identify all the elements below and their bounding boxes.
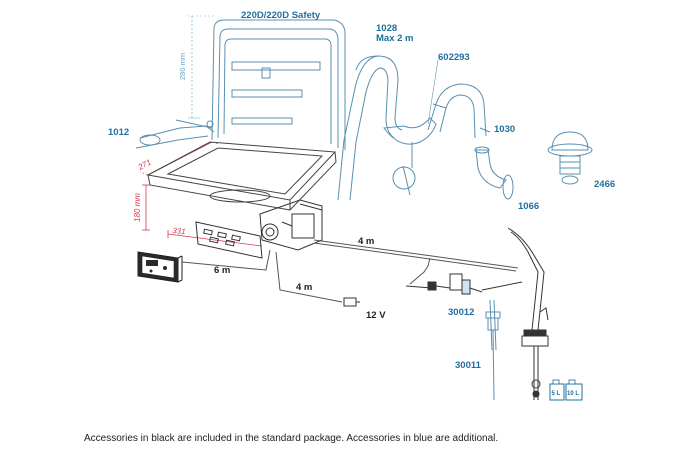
- model-label: 220D/220D Safety: [241, 10, 321, 21]
- voltage-label: 12 V: [366, 310, 386, 321]
- length-4m-mid-label: 4 m: [296, 282, 312, 293]
- part-1066-label: 1066: [518, 201, 539, 212]
- dimension-180-label: 180 mm: [133, 193, 142, 222]
- cable-6m: [181, 249, 271, 271]
- part-1028-label: 1028: [376, 23, 397, 34]
- part-1030-label: 1030: [494, 124, 515, 135]
- fuel-pump-30012: [405, 273, 523, 295]
- lid: [211, 19, 346, 150]
- standpipe-30011: [485, 299, 501, 401]
- legend-caption: Accessories in black are included in the…: [84, 433, 499, 444]
- dimension-331-label: 331: [172, 226, 186, 236]
- hose-1028: [337, 55, 403, 201]
- fuel-can-10l-label: 10 L: [567, 391, 579, 397]
- part-2466-label: 2466: [594, 179, 615, 190]
- dimension-280-label: 280 mm: [178, 53, 187, 80]
- fuel-can-5l: [549, 379, 565, 401]
- dimension-271-label: 271: [136, 158, 153, 173]
- fuel-can-10l: [565, 379, 583, 401]
- dimension-280: [188, 15, 214, 119]
- fuse-12v: [343, 297, 360, 307]
- fuel-pickup: [507, 227, 549, 400]
- part-1012: [135, 119, 215, 149]
- part-1066: [474, 146, 514, 200]
- fuel-line-4m: [313, 239, 519, 285]
- heater-unit: [195, 199, 323, 259]
- part-2466: [547, 131, 593, 185]
- part-1030: [427, 83, 491, 139]
- part-1012-label: 1012: [108, 127, 129, 138]
- dimension-180: [142, 184, 150, 231]
- dimension-331: [167, 230, 263, 247]
- part-602293-label: 602293: [438, 52, 470, 63]
- fuel-can-5l-label: 5 L: [552, 391, 561, 397]
- part-30012-label: 30012: [448, 307, 474, 318]
- part-602293: [383, 117, 437, 196]
- cable-4m-power: [275, 251, 343, 303]
- length-6m-label: 6 m: [214, 265, 230, 276]
- part-30011-label: 30011: [455, 360, 482, 371]
- installation-diagram: 280 mm: [108, 10, 615, 401]
- length-4m-right-label: 4 m: [358, 236, 374, 247]
- unit-body: [146, 141, 337, 211]
- control-panel: [137, 251, 183, 283]
- part-1028-note: Max 2 m: [376, 33, 414, 44]
